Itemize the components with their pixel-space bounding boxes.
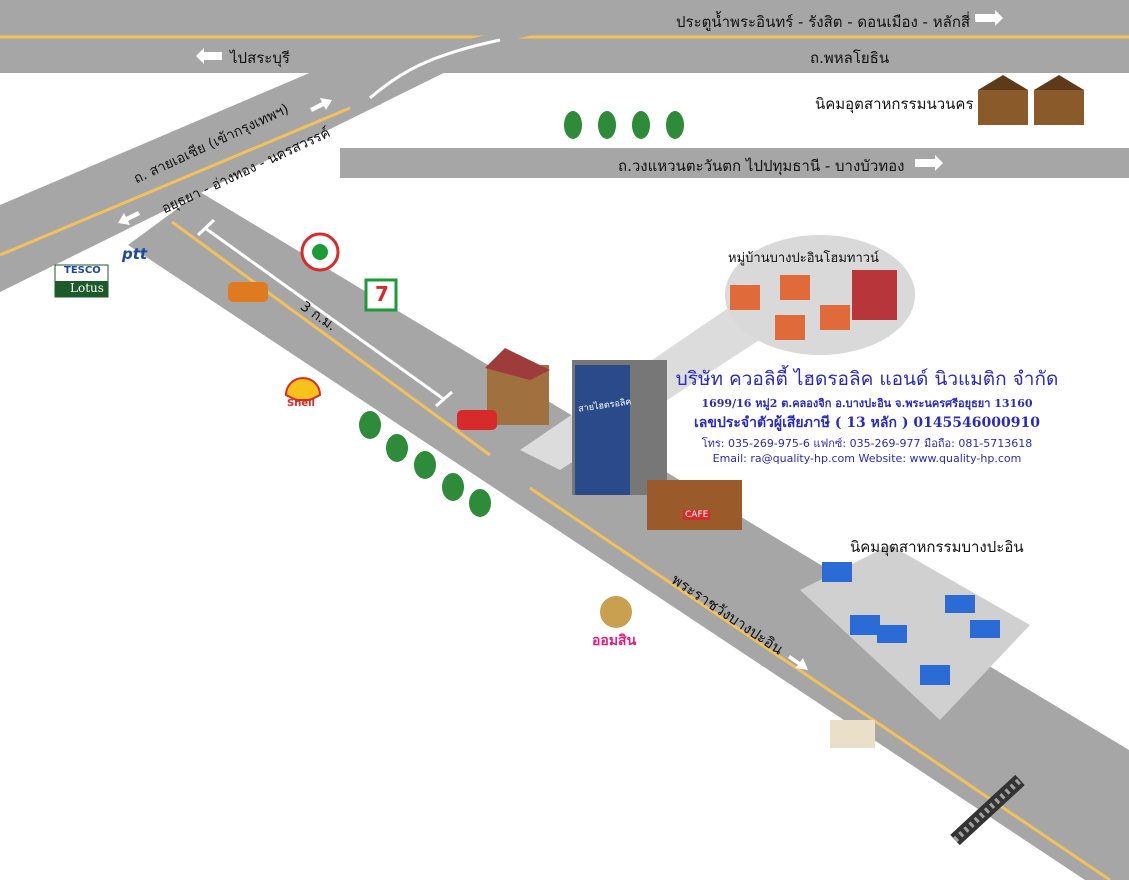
distance-marker xyxy=(204,226,446,402)
arrow-left-icon xyxy=(118,211,140,225)
arrow-right-icon xyxy=(975,10,1003,26)
company-tax-id: เลขประจำตัวผู้เสียภาษี ( 13 หลัก ) 01455… xyxy=(694,415,1040,431)
company-name: บริษัท ควอลิตี้ ไฮดรอลิค แอนด์ นิวแมติก … xyxy=(675,368,1059,390)
industrial-estate xyxy=(800,545,1030,720)
company-phones: โทร: 035-269-975-6 แฟกซ์: 035-269-977 มื… xyxy=(701,437,1033,450)
car-red xyxy=(457,410,497,430)
ramp xyxy=(360,30,560,105)
ramp-white xyxy=(369,38,501,100)
arrow-right-icon xyxy=(915,155,943,171)
car-orange xyxy=(228,282,268,302)
arrow-left-icon xyxy=(196,48,222,64)
tree-icons xyxy=(359,111,684,517)
house-icons xyxy=(730,270,897,340)
main-centerline xyxy=(171,220,491,457)
seven-eleven-logo xyxy=(364,278,398,312)
gsb-text: ออมสิน xyxy=(592,633,637,649)
lotus-text: Lotus xyxy=(70,281,104,295)
cafe-building xyxy=(647,480,742,530)
gsb-logo xyxy=(600,596,632,628)
label-ring-road: ถ.วงแหวนตะวันตก ไปปทุมธานี - บางบัวทอง xyxy=(618,157,905,175)
truck xyxy=(830,720,875,748)
main-road xyxy=(128,192,1129,880)
arrow-down-right-icon xyxy=(788,655,808,670)
distance-marker-end xyxy=(435,390,453,408)
label-village: หมู่บ้านบางปะอินโฮมทาวน์ xyxy=(728,251,879,266)
label-phahon: ถ.พหลโยธิน xyxy=(810,49,890,67)
shell-logo xyxy=(284,377,322,401)
solar-panel-icons xyxy=(822,562,1000,685)
company-address: 1699/16 หมู่2 ต.คลองจิก อ.บางปะอิน จ.พระ… xyxy=(701,397,1033,410)
tesco-text: TESCO xyxy=(64,265,101,276)
ptt-logo: ptt xyxy=(122,245,148,263)
label-navanakorn: นิคมอุตสาหกรรมนวนคร xyxy=(815,95,974,113)
arrow-icons xyxy=(118,10,1003,670)
label-top-road-east: ประตูน้ำพระอินทร์ - รังสิต - ดอนเมือง - … xyxy=(676,13,971,31)
main-centerline-2 xyxy=(529,486,1111,880)
label-bangpain-estate: นิคมอุตสาหกรรมบางปะอิน xyxy=(850,538,1024,556)
asia-road xyxy=(0,60,470,292)
cafe-sign: CAFE xyxy=(683,510,711,520)
company-web[interactable]: Email: ra@quality-hp.com Website: www.qu… xyxy=(712,452,1022,465)
distance-marker-start xyxy=(196,218,216,237)
company-info: บริษัท ควอลิตี้ ไฮดรอลิค แอนด์ นิวแมติก … xyxy=(672,364,1062,465)
village-bubble xyxy=(725,235,915,355)
arrow-right-icon xyxy=(310,98,332,112)
seven-eleven-text: 7 xyxy=(375,282,389,306)
factory-icons xyxy=(978,75,1084,125)
ring-road xyxy=(340,148,1129,178)
label-to-saraburi: ไปสระบุรี xyxy=(230,49,290,67)
asia-centerline xyxy=(0,106,351,257)
shell-text: Shell xyxy=(287,398,315,409)
